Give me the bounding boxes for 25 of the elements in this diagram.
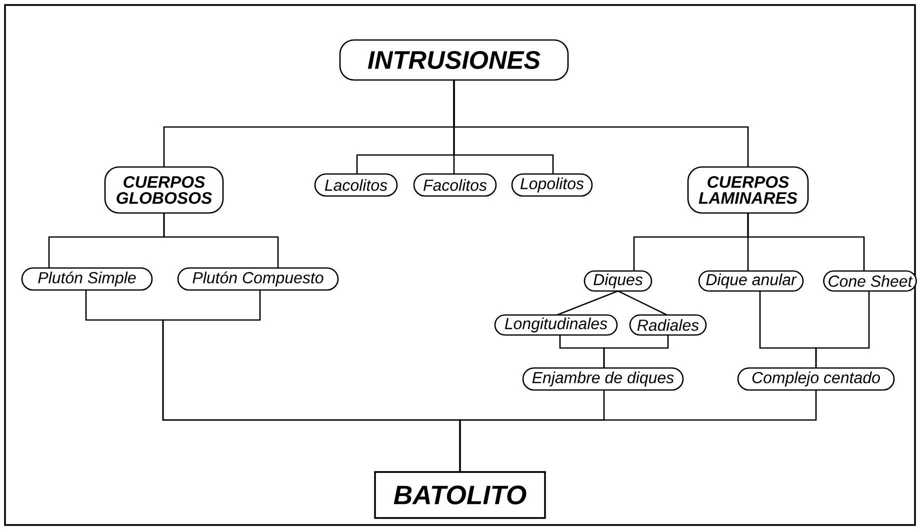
rounded-box: Lopolitos bbox=[511, 173, 593, 197]
rounded-box: Longitudinales bbox=[494, 314, 618, 336]
connector-line bbox=[747, 213, 865, 271]
connector-line bbox=[459, 390, 817, 472]
rounded-box: Enjambre de diques bbox=[522, 367, 684, 391]
connector-line bbox=[453, 80, 749, 167]
rounded-box: Diques bbox=[584, 270, 652, 292]
result-box: BATOLITO bbox=[374, 471, 546, 519]
connector-line bbox=[556, 290, 618, 316]
connector-line bbox=[618, 290, 668, 316]
rounded-box: Dique anular bbox=[698, 270, 804, 292]
rounded-box: CUERPOS GLOBOSOS bbox=[104, 166, 224, 214]
rounded-box: INTRUSIONES bbox=[339, 39, 569, 81]
rounded-box: Radiales bbox=[629, 314, 707, 336]
connector-line bbox=[815, 291, 870, 368]
connector-line bbox=[163, 213, 279, 268]
rounded-box: Complejo centado bbox=[737, 367, 895, 391]
rounded-box: Facolitos bbox=[413, 173, 497, 197]
connector-line bbox=[603, 335, 669, 368]
rounded-box: CUERPOS LAMINARES bbox=[687, 166, 809, 214]
rounded-box: Cone Sheet bbox=[823, 270, 917, 292]
node-label: Cone Sheet bbox=[828, 275, 913, 287]
rounded-box: Plutón Compuesto bbox=[177, 267, 339, 291]
rounded-box: Lacolitos bbox=[314, 173, 398, 197]
rounded-box: Plutón Simple bbox=[21, 267, 153, 291]
